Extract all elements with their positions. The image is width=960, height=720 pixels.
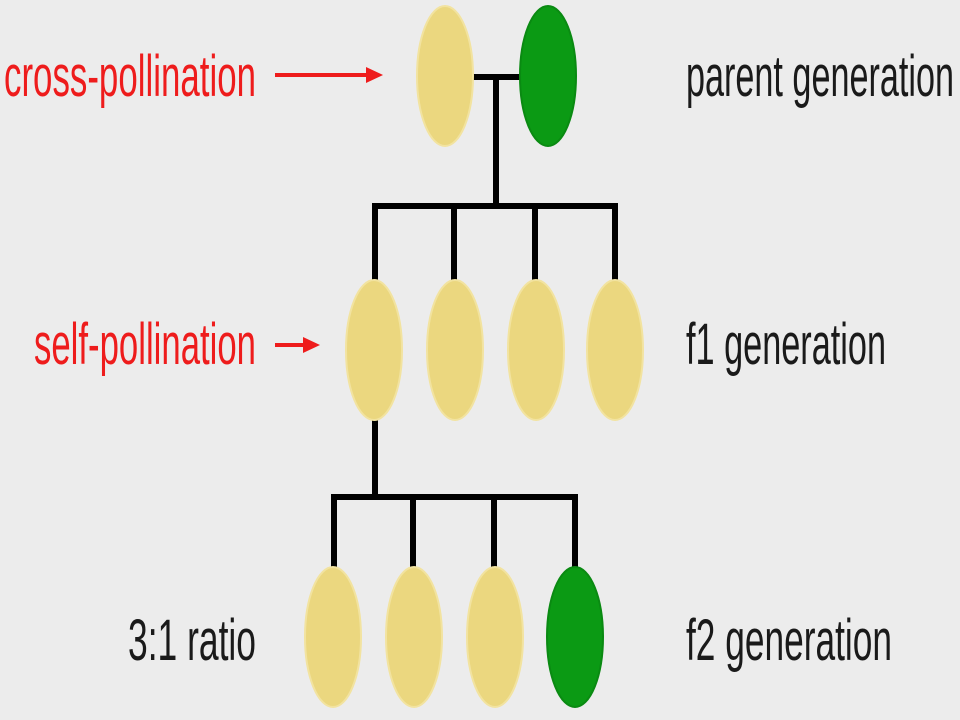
- f1-peas: [345, 279, 644, 421]
- connector-lines: [331, 74, 618, 570]
- f2-peas: [304, 566, 604, 708]
- f1-pea-2: [426, 279, 484, 421]
- parent-generation-label: parent generation: [686, 44, 954, 109]
- f2-generation-label: f2 generation: [686, 608, 892, 673]
- parent-pea-2: [519, 5, 577, 147]
- f2-pea-2: [385, 566, 443, 708]
- parent-pea-1: [416, 5, 474, 147]
- self-pollination-label: self-pollination: [34, 312, 256, 377]
- ratio-label: 3:1 ratio: [128, 608, 256, 673]
- f1-pea-1: [345, 279, 403, 421]
- cross-pollination-arrow-icon: [275, 67, 383, 83]
- f1-pea-4: [586, 279, 644, 421]
- f2-pea-4: [546, 566, 604, 708]
- parent-peas: [416, 5, 577, 147]
- self-pollination-arrow-icon: [275, 337, 320, 353]
- cross-pollination-label: cross-pollination: [4, 44, 256, 109]
- f1-generation-label: f1 generation: [686, 312, 886, 377]
- arrows: [275, 67, 383, 353]
- f1-pea-3: [507, 279, 565, 421]
- f2-pea-3: [466, 566, 524, 708]
- f2-pea-1: [304, 566, 362, 708]
